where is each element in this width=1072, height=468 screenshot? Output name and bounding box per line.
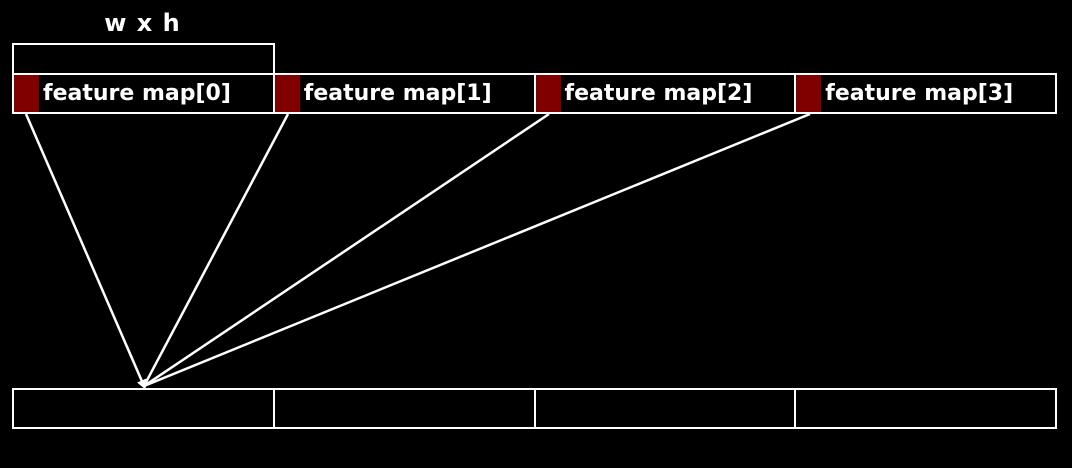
feature-map-label: feature map[3] xyxy=(825,81,1014,106)
dimension-bracket xyxy=(12,43,275,75)
feature-marker xyxy=(796,75,822,112)
feature-marker xyxy=(535,75,561,112)
dimension-label: w x h xyxy=(104,9,181,37)
feature-map-label: feature map[1] xyxy=(303,81,492,106)
output-cell xyxy=(275,390,536,427)
output-cell xyxy=(536,390,797,427)
output-row xyxy=(12,388,1057,429)
feature-marker xyxy=(14,75,39,112)
feature-map-cell: feature map[3] xyxy=(796,75,1055,112)
connector-line-1 xyxy=(142,113,290,387)
connector-line-2 xyxy=(143,112,550,388)
feature-marker xyxy=(274,75,300,112)
connector-line-0 xyxy=(24,113,147,390)
feature-map-label: feature map[0] xyxy=(43,81,231,106)
feature-map-cell: feature map[2] xyxy=(535,75,797,112)
feature-map-cell: feature map[1] xyxy=(274,75,536,112)
feature-map-row: feature map[0] feature map[1] feature ma… xyxy=(12,73,1057,114)
output-cell xyxy=(796,390,1055,427)
output-cell xyxy=(14,390,275,427)
connector-line-3 xyxy=(143,112,811,388)
feature-map-label: feature map[2] xyxy=(564,81,753,106)
feature-map-cell: feature map[0] xyxy=(14,75,275,112)
